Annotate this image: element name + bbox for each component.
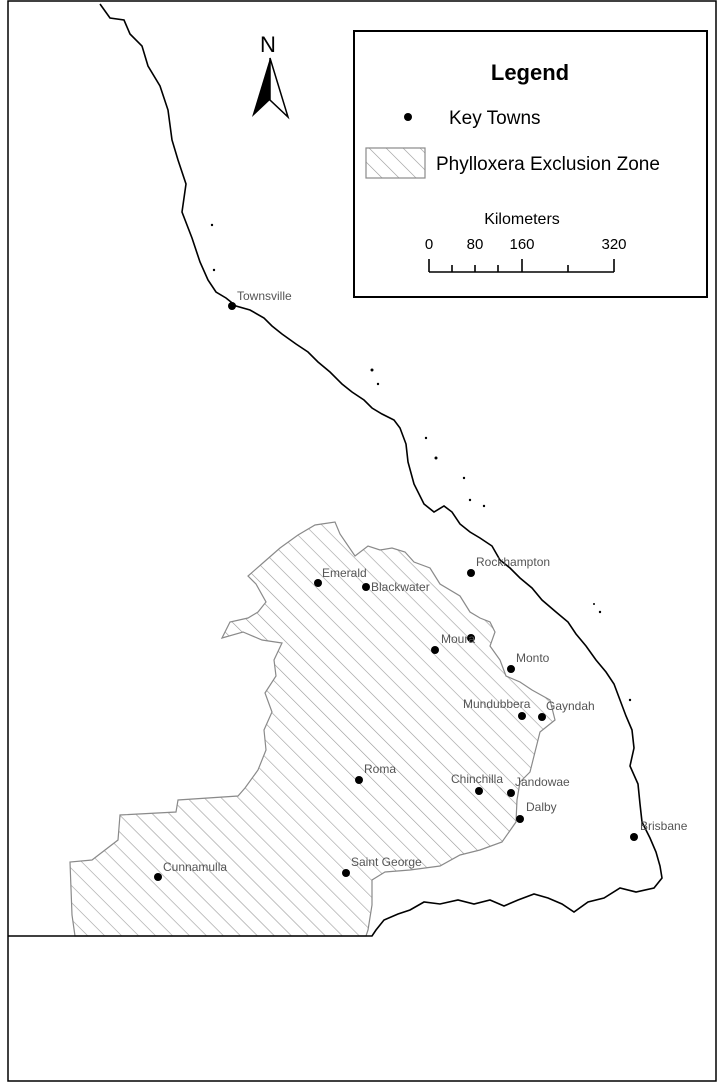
town-dot xyxy=(538,713,546,721)
phylloxera-exclusion-zone xyxy=(69,521,556,937)
legend-item-key-towns: Key Towns xyxy=(449,108,541,129)
north-arrow-left-icon xyxy=(252,58,270,117)
town-markers xyxy=(154,302,638,881)
town-dot xyxy=(431,646,439,654)
town-dot xyxy=(516,815,524,823)
town-dot xyxy=(342,869,350,877)
town-label-saint-george: Saint George xyxy=(351,855,422,869)
town-dot xyxy=(355,776,363,784)
town-labels: Townsville Rockhampton Emerald Blackwate… xyxy=(163,289,688,874)
town-dot xyxy=(362,583,370,591)
map-border xyxy=(7,0,717,1082)
town-dot xyxy=(518,712,526,720)
town-dot xyxy=(507,789,515,797)
town-label-blackwater: Blackwater xyxy=(371,580,430,594)
town-label-jandowae: Jandowae xyxy=(515,775,570,789)
town-label-emerald: Emerald xyxy=(322,566,367,580)
town-label-monto: Monto xyxy=(516,651,550,665)
town-dot xyxy=(228,302,236,310)
legend-box: Legend Key Towns Phylloxera Exclusion Zo… xyxy=(353,30,708,298)
town-label-rockhampton: Rockhampton xyxy=(476,555,550,569)
scale-tick-label: 160 xyxy=(509,236,534,253)
scale-tick-label: 0 xyxy=(425,236,433,253)
scale-bar-units: Kilometers xyxy=(484,211,560,228)
town-dot xyxy=(507,665,515,673)
town-dot xyxy=(630,833,638,841)
scale-tick-label: 80 xyxy=(467,236,484,253)
legend-town-dot-icon xyxy=(404,113,412,121)
north-letter: N xyxy=(260,32,276,57)
town-dot xyxy=(314,579,322,587)
legend-item-exclusion-zone: Phylloxera Exclusion Zone xyxy=(436,154,660,175)
town-dot xyxy=(467,634,475,642)
town-label-moura: Moura xyxy=(441,632,475,646)
scale-bar: Kilometers 0 80 160 320 xyxy=(425,211,627,273)
north-arrow-right-icon xyxy=(269,57,290,120)
coastline xyxy=(8,3,663,937)
scale-tick-label: 320 xyxy=(601,236,626,253)
town-dot xyxy=(475,787,483,795)
north-arrow: N xyxy=(252,32,290,120)
town-label-cunnamulla: Cunnamulla xyxy=(163,860,227,874)
town-label-gayndah: Gayndah xyxy=(546,699,595,713)
town-label-chinchilla: Chinchilla xyxy=(451,772,503,786)
town-label-mundubbera: Mundubbera xyxy=(463,697,531,711)
town-label-dalby: Dalby xyxy=(526,800,557,814)
legend-hatched-box-icon xyxy=(365,147,426,179)
town-dot xyxy=(154,873,162,881)
town-label-roma: Roma xyxy=(364,762,396,776)
town-label-brisbane: Brisbane xyxy=(640,819,688,833)
town-label-townsville: Townsville xyxy=(237,289,292,303)
legend-title: Legend xyxy=(491,60,569,85)
town-dot xyxy=(467,569,475,577)
coastal-islands xyxy=(210,223,632,702)
